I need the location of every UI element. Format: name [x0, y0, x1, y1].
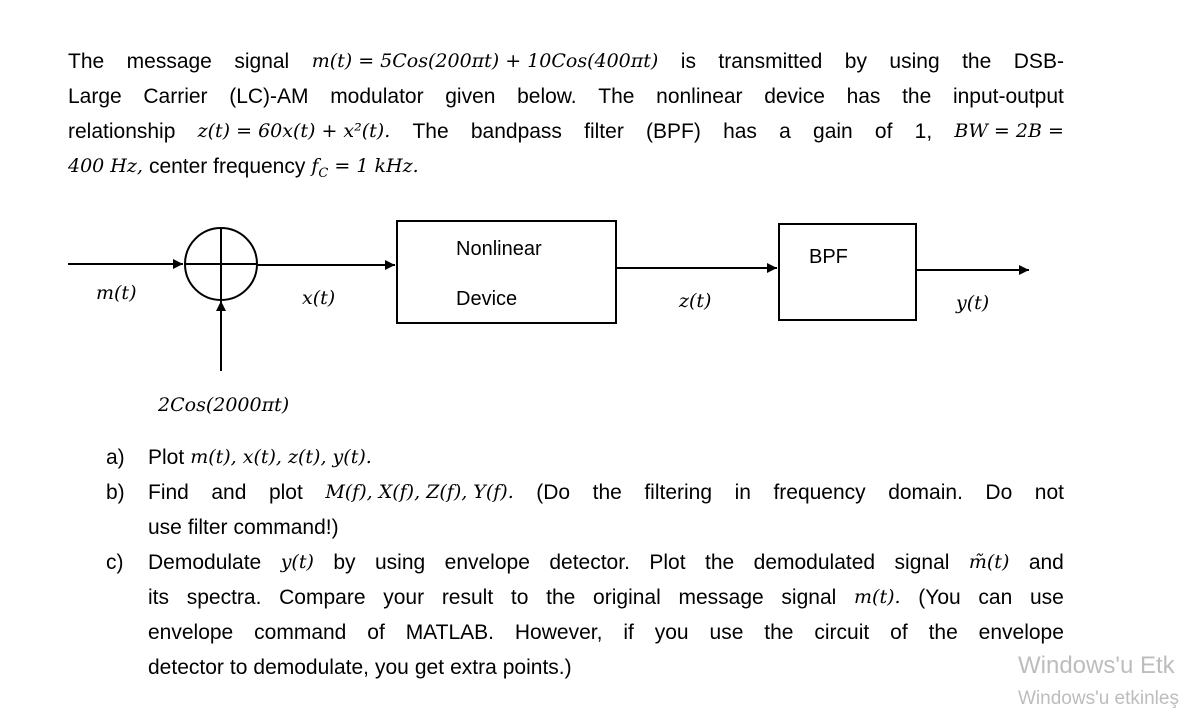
output-signal-label: y(t)	[956, 292, 990, 314]
adder-output-label: x(t)	[302, 287, 336, 309]
problem-line-4: 400 Hz, center frequency fC = 1 kHz.	[68, 149, 1064, 184]
nonlinear-label-line2: Device	[456, 288, 518, 310]
carrier-label: 2Cos(2000πt)	[158, 394, 290, 416]
bandwidth-formula: BW = 2B =	[954, 120, 1064, 142]
task-list: a) Plot m(t), x(t), z(t), y(t). b) Find …	[106, 440, 1064, 685]
nonlinear-output-label: z(t)	[679, 290, 712, 312]
windows-activation-watermark: Windows'u Etk	[1018, 652, 1175, 679]
task-marker: b)	[106, 481, 125, 504]
bandwidth-value: 400 Hz,	[68, 155, 143, 177]
problem-line-3: relationship z(t) = 60x(t) + x²(t). The …	[68, 114, 1064, 149]
nonlinear-label-line1: Nonlinear	[456, 238, 542, 260]
task-b: b) Find and plot M(f), X(f), Z(f), Y(f).…	[106, 475, 1064, 545]
center-frequency-formula: fC = 1 kHz.	[311, 155, 419, 181]
input-signal-label: m(t)	[96, 282, 137, 304]
message-signal-formula: m(t) = 5Cos(200πt) + 10Cos(400πt)	[311, 50, 659, 72]
task-a: a) Plot m(t), x(t), z(t), y(t).	[106, 440, 1064, 475]
problem-line-2: Large Carrier (LC)-AM modulator given be…	[68, 85, 1064, 108]
task-marker: c)	[106, 551, 124, 574]
bpf-label: BPF	[809, 246, 848, 268]
bpf-block	[778, 223, 917, 321]
task-c: c) Demodulate y(t) by using envelope det…	[106, 545, 1064, 685]
nonlinear-relationship-formula: z(t) = 60x(t) + x²(t).	[197, 120, 391, 142]
problem-line-1: The message signal m(t) = 5Cos(200πt) + …	[68, 44, 1064, 79]
nonlinear-device-block	[396, 220, 617, 324]
windows-activation-watermark-subtext: Windows'u etkinleş	[1018, 688, 1179, 709]
task-marker: a)	[106, 446, 125, 469]
problem-statement: The message signal m(t) = 5Cos(200πt) + …	[68, 44, 1064, 184]
